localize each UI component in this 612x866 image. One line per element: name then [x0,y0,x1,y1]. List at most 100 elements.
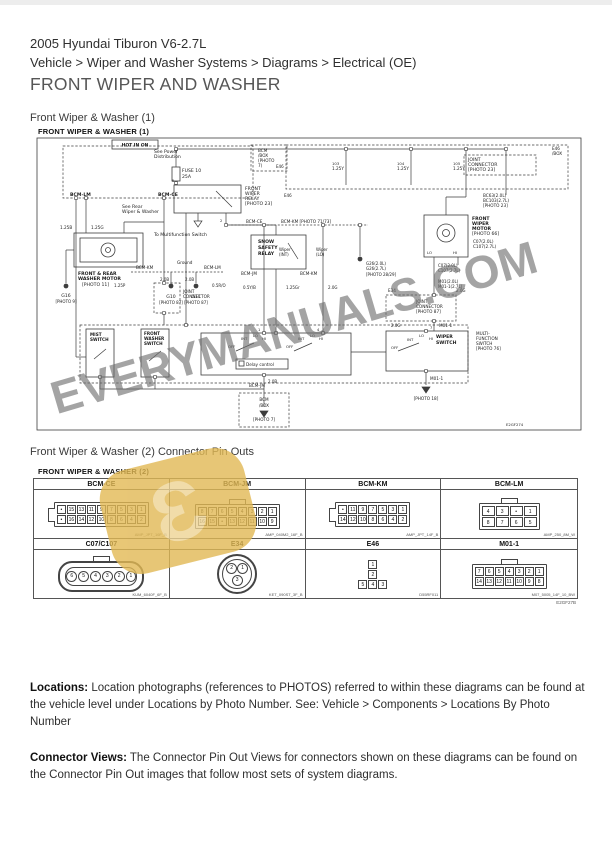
pin-number: 4 [504,567,514,576]
svg-text:2: 2 [220,219,222,223]
svg-text:M01(2.0L): M01(2.0L) [438,279,459,284]
pin-number: 8 [534,577,544,586]
svg-text:WIPER: WIPER [472,221,489,227]
pin-number: 1 [125,571,137,582]
svg-text:1.25B: 1.25B [60,225,72,230]
pin-number: 4 [126,514,136,524]
pin-number: 6 [484,567,494,576]
pin-number: 10 [96,514,106,524]
svg-text:(PHOTO: (PHOTO [258,158,275,163]
pin-number: • [217,517,227,526]
pin-number: 2 [398,514,408,524]
svg-text:BCM-LM: BCM-LM [204,265,221,270]
svg-text:1.25P: 1.25P [114,283,126,288]
pin-number: 9 [358,504,368,514]
pin-number: 7 [495,517,509,527]
svg-text:[PHOTO 9]: [PHOTO 9] [55,299,77,304]
svg-text:SWITCH: SWITCH [90,337,109,342]
svg-text:MOTOR: MOTOR [472,226,492,232]
svg-text:HI: HI [453,250,457,255]
svg-text:[PHOTO 76]: [PHOTO 76] [476,346,501,351]
svg-text:OFF: OFF [228,344,235,349]
pin-number: 13 [484,577,494,586]
pin-number: 1 [398,504,408,514]
svg-text:E46: E46 [284,193,292,198]
pin-number: 1 [523,506,537,516]
connector-name: E34 [169,539,306,550]
connector-tab [500,559,518,564]
pin-number: 7 [106,504,116,514]
svg-text:2.0B: 2.0B [268,379,277,384]
pin-number: 13 [227,517,237,526]
pin-number: 3 [247,507,257,516]
pin-number: 8 [106,514,116,524]
pin-number: 2 [136,514,146,524]
pin-number: 6 [378,514,388,524]
svg-text:FRONT: FRONT [245,186,261,192]
svg-text:BCM-KM: BCM-KM [136,265,154,270]
svg-text:2.0G: 2.0G [328,285,337,290]
svg-text:104: 104 [397,161,405,166]
diagram1-title: FRONT WIPER & WASHER (1) [38,127,150,136]
breadcrumb[interactable]: Vehicle > Wiper and Washer Systems > Dia… [30,55,417,70]
svg-text:C107(2.7L): C107(2.7L) [438,268,461,273]
svg-text:/BOX: /BOX [259,403,269,408]
svg-text:BC63(2.0L): BC63(2.0L) [483,193,507,198]
svg-text:INT: INT [298,336,305,341]
locations-note-label: Locations: [30,682,89,694]
svg-text:/BOX: /BOX [258,153,268,158]
pin-number: 3 [378,579,388,589]
svg-text:INT: INT [241,336,248,341]
pin-number: • [56,504,66,514]
pin-number: 12 [348,514,358,524]
svg-text:JOINT: JOINT [415,299,428,304]
svg-text:[PHOTO 11]: [PHOTO 11] [82,282,109,288]
svg-text:105: 105 [453,161,461,166]
connector-name: BCM-KM [305,479,442,490]
pin-number: 8 [481,517,495,527]
footnotes: Locations: Location photographs (referen… [30,680,587,803]
svg-text:25A: 25A [182,174,192,180]
svg-text:CONNECTOR: CONNECTOR [183,294,210,299]
pin-number: 4 [481,506,495,516]
svg-text:1.25G: 1.25G [91,225,104,230]
svg-text:MULTI-: MULTI- [476,331,490,336]
svg-text:Wiper: Wiper [316,247,328,252]
svg-text:/BOX: /BOX [552,151,562,156]
svg-text:FRONT: FRONT [472,216,490,222]
pin-number: 3 [514,567,524,576]
svg-text:BCM: BCM [259,397,269,402]
svg-text:(LO): (LO) [316,252,325,257]
pin-number: 8 [197,507,207,516]
svg-text:M01-1: M01-1 [430,376,443,381]
svg-text:2.0B: 2.0B [185,277,194,282]
svg-text:[PHOTO 87]: [PHOTO 87] [159,300,183,305]
connector-view-code: AMP_040M2_16F_B [265,532,303,537]
svg-text:MIST: MIST [90,332,102,337]
pin-number: 2 [226,562,238,574]
connector-view-code: AMP_JPT_16F_B [134,532,167,537]
svg-text:[PHOTO 7]: [PHOTO 7] [253,417,275,422]
svg-text:BCM-KM [PHOTO 71/73]: BCM-KM [PHOTO 71/73] [281,219,331,224]
pin-number: 11 [348,504,358,514]
svg-text:SNOW: SNOW [258,239,274,245]
diagram2-title: FRONT WIPER & WASHER (2) [38,467,150,476]
connector-name: BCM-JM [169,479,306,490]
pin-number: 2 [368,569,378,579]
pin-number: 6 [509,517,523,527]
svg-text:0.5R/O: 0.5R/O [212,283,226,288]
svg-text:2.0G: 2.0G [391,323,400,328]
svg-text:2.0B: 2.0B [160,277,169,282]
figure1-caption: Front Wiper & Washer (1) [30,112,155,124]
svg-text:Ground: Ground [177,260,193,265]
pin-number: 5 [494,567,504,576]
pin-number: 1 [368,559,378,569]
